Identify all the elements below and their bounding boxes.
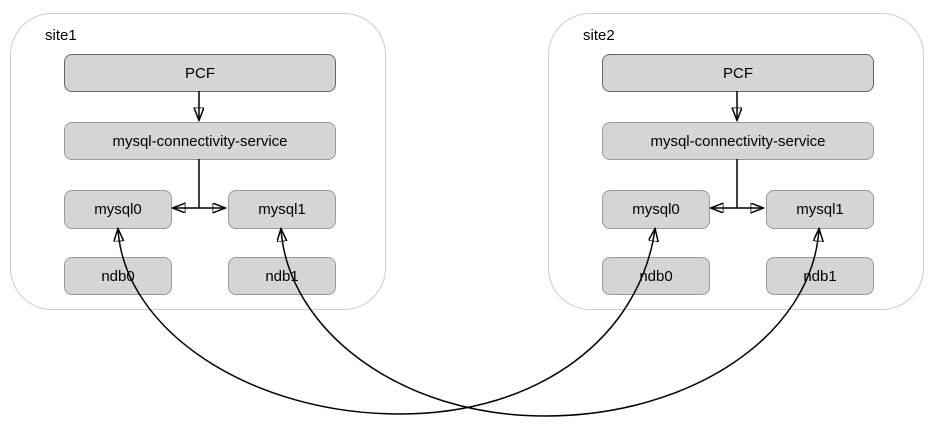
node-ndb0: ndb0 bbox=[602, 257, 710, 295]
node-pcf: PCF bbox=[64, 54, 336, 92]
node-mysql0: mysql0 bbox=[602, 190, 710, 229]
node-pcf: PCF bbox=[602, 54, 874, 92]
node-mysql1: mysql1 bbox=[766, 190, 874, 229]
site-label: site1 bbox=[45, 27, 77, 44]
node-ndb1: ndb1 bbox=[228, 257, 336, 295]
site-container-2: site2 PCF mysql-connectivity-service mys… bbox=[548, 13, 924, 310]
node-mysql1: mysql1 bbox=[228, 190, 336, 229]
node-ndb0: ndb0 bbox=[64, 257, 172, 295]
node-mysql-connectivity-service: mysql-connectivity-service bbox=[64, 122, 336, 160]
node-mysql0: mysql0 bbox=[64, 190, 172, 229]
node-mysql-connectivity-service: mysql-connectivity-service bbox=[602, 122, 874, 160]
site-container-1: site1 PCF mysql-connectivity-service mys… bbox=[10, 13, 386, 310]
site-label: site2 bbox=[583, 27, 615, 44]
node-ndb1: ndb1 bbox=[766, 257, 874, 295]
